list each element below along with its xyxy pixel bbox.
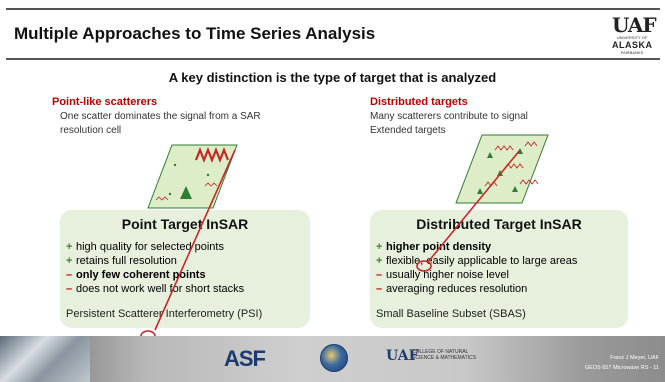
bullet-item: +flexible, easily applicable to large ar… [376, 254, 577, 268]
minus-sign: – [66, 269, 73, 281]
left-desc-line1: One scatter dominates the signal from a … [60, 111, 261, 122]
right-description: Many scatterers contribute to signal Ext… [370, 110, 528, 138]
weak-wave-icon [204, 182, 218, 187]
left-heading: Point-like scatterers [52, 96, 158, 108]
distributed-target-bullets: +higher point density +flexible, easily … [376, 240, 577, 296]
credit-course: GEOS 657 Microwave RS - 11 [584, 365, 659, 371]
bullet-item: –does not work well for short stacks [66, 282, 244, 296]
wave-icon [484, 181, 498, 187]
bullet-text: averaging reduces resolution [386, 283, 528, 295]
dominant-scatterer-icon [180, 186, 192, 199]
college-name: COLLEGE OF NATURAL SCIENCE & MATHEMATICS [412, 349, 476, 361]
college-line2: SCIENCE & MATHEMATICS [412, 355, 476, 361]
title-bar: Multiple Approaches to Time Series Analy… [6, 8, 660, 60]
slide-credit: Franz J Meyer, UAF GEOS 657 Microwave RS… [585, 353, 659, 373]
asf-logo: ASF [224, 346, 266, 371]
wave-icon [494, 145, 514, 151]
bullet-text: only few coherent points [76, 269, 206, 281]
plus-sign: + [376, 241, 383, 253]
minus-sign: – [66, 283, 73, 295]
bullet-text: does not work well for short stacks [76, 283, 245, 295]
wave-icon [524, 141, 538, 147]
slide-subtitle: A key distinction is the type of target … [168, 70, 497, 85]
credit-author: Franz J Meyer, UAF [610, 355, 659, 361]
small-scatterer-icon [206, 173, 210, 177]
distributed-target-method: Small Baseline Subset (SBAS) [376, 308, 526, 320]
uaf-logo-name: ALASKA [612, 40, 653, 50]
bullet-text: flexible, easily applicable to large are… [386, 255, 578, 267]
wave-icon [519, 179, 539, 185]
scatterer-icon [512, 186, 518, 192]
slide-title: Multiple Approaches to Time Series Analy… [14, 24, 376, 43]
right-desc-line1: Many scatterers contribute to signal [370, 111, 528, 122]
dominant-wave-icon [194, 147, 230, 163]
minus-sign: – [376, 269, 383, 281]
bullet-item: +high quality for selected points [66, 240, 244, 254]
scatterer-icon [517, 148, 523, 154]
distributed-target-card: Distributed Target InSAR +higher point d… [370, 210, 628, 328]
bullet-item: +higher point density [376, 240, 577, 254]
bullet-item: +retains full resolution [66, 254, 244, 268]
point-target-card: Point Target InSAR +high quality for sel… [60, 210, 310, 328]
bullet-text: high quality for selected points [76, 241, 224, 253]
right-desc-line2: Extended targets [370, 125, 446, 136]
plus-sign: + [66, 255, 73, 267]
minus-sign: – [376, 283, 383, 295]
uaf-footer-logo: UAF [386, 348, 419, 364]
bullet-item: –only few coherent points [66, 268, 244, 282]
scatterer-icon [487, 152, 493, 158]
left-resolution-cell [147, 144, 238, 209]
uaf-logo: UAF UNIVERSITY OF ALASKA FAIRBANKS [612, 13, 657, 55]
uaf-logo-place: FAIRBANKS [620, 50, 644, 55]
point-target-title: Point Target InSAR [121, 216, 249, 232]
bullet-text: retains full resolution [76, 255, 177, 267]
small-scatterer-icon [173, 163, 177, 167]
plus-sign: + [376, 255, 383, 267]
wave-icon [504, 163, 524, 169]
bullet-item: –averaging reduces resolution [376, 282, 577, 296]
uaf-logo-main: UAF [612, 13, 657, 37]
left-description: One scatter dominates the signal from a … [60, 110, 261, 138]
weak-wave-icon [155, 196, 169, 201]
right-resolution-cell [455, 134, 549, 204]
footer-photo [0, 336, 90, 382]
point-target-method: Persistent Scatterer Interferometry (PSI… [66, 308, 263, 320]
small-scatterer-icon [168, 192, 172, 196]
distributed-target-title: Distributed Target InSAR [416, 216, 582, 232]
seal-logo [320, 344, 348, 372]
scatterer-icon [477, 188, 483, 194]
bullet-text: higher point density [386, 241, 492, 253]
left-desc-line2: resolution cell [60, 125, 122, 136]
bullet-text: usually higher noise level [386, 269, 509, 281]
plus-sign: + [66, 241, 73, 253]
bullet-item: –usually higher noise level [376, 268, 577, 282]
scatterer-icon [497, 170, 503, 176]
college-line1: COLLEGE OF NATURAL [412, 349, 469, 355]
right-heading: Distributed targets [370, 96, 468, 108]
point-target-bullets: +high quality for selected points +retai… [66, 240, 244, 296]
uaf-logo-sub: UNIVERSITY OF [616, 35, 648, 40]
footer-bar: ASF UAF COLLEGE OF NATURAL SCIENCE & MAT… [0, 336, 665, 382]
